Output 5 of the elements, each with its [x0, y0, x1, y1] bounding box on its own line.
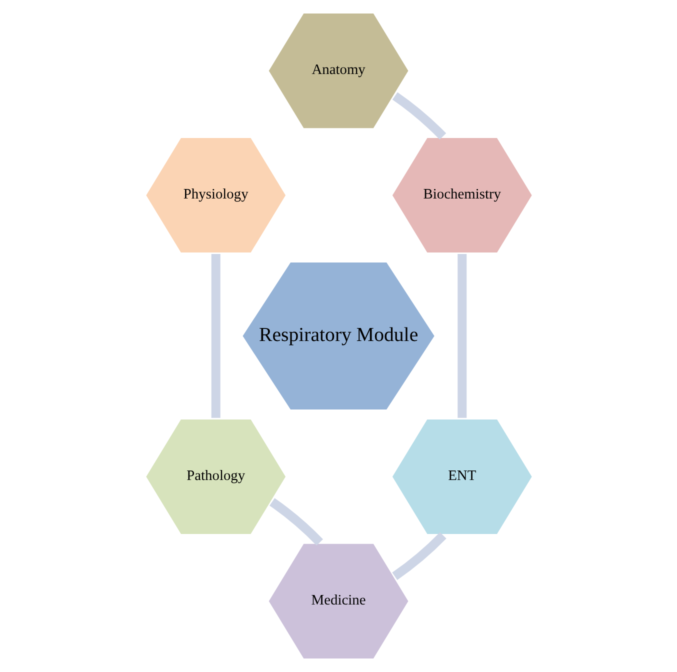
connector: [392, 532, 446, 580]
connector: [210, 254, 220, 418]
connector: [457, 254, 466, 418]
connector: [392, 92, 446, 140]
connector: [269, 498, 322, 546]
